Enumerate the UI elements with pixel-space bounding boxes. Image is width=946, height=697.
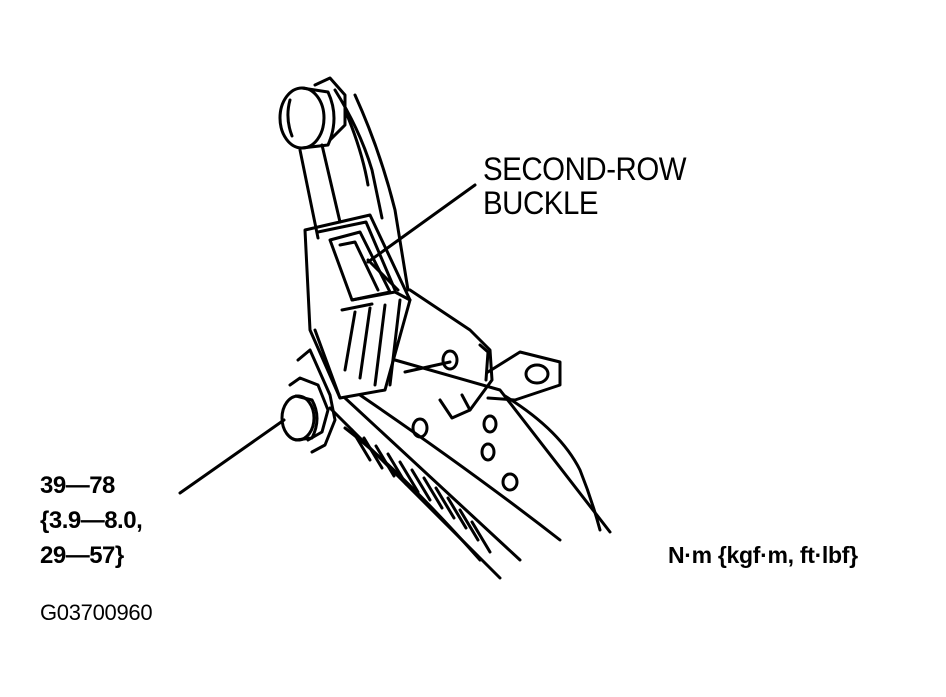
- buckle-housing: [303, 213, 412, 400]
- torque-spec-line-1: 39—78: [40, 472, 115, 499]
- buckle-leader-line: [366, 183, 477, 264]
- callout-line-2: BUCKLE: [483, 185, 599, 221]
- figure-id: G03700960: [40, 600, 153, 625]
- callout-line-1: SECOND-ROW: [483, 151, 687, 187]
- torque-spec-line-2: {3.9—8.0,: [40, 507, 143, 534]
- mounting-bracket: [403, 288, 562, 420]
- torque-spec-line-3: 29—57}: [40, 542, 124, 569]
- torque-spec: 39—78 {3.9—8.0, 29—57}: [40, 468, 143, 573]
- lower-mounting-bolt: [280, 348, 337, 454]
- seat-frame-rail: [328, 358, 612, 580]
- buckle-callout-label: SECOND-ROW BUCKLE: [483, 151, 687, 221]
- upper-anchor-bolt: [278, 76, 347, 150]
- torque-units: N·m {kgf·m, ft·lbf}: [668, 542, 858, 568]
- torque-leader-line: [178, 418, 286, 495]
- buckle-cable: [503, 394, 602, 532]
